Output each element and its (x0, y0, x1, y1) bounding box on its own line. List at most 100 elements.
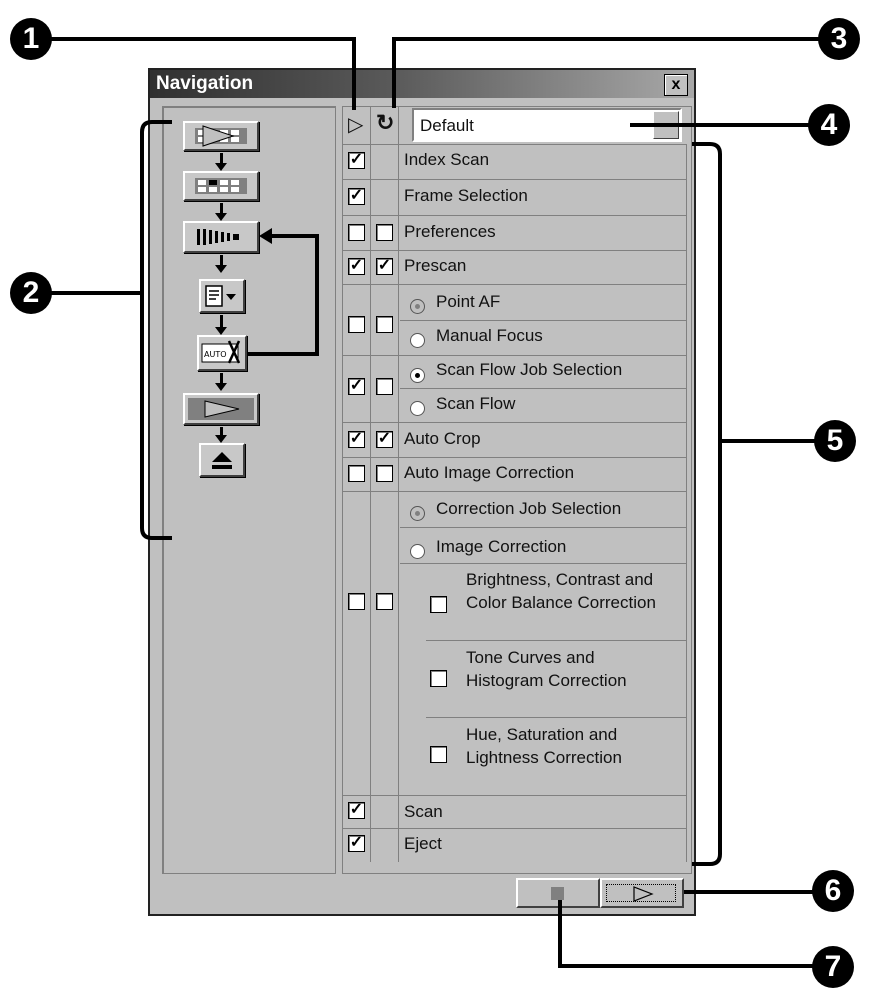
correction-job-radio[interactable] (410, 506, 425, 521)
image-correction-radio[interactable] (410, 544, 425, 559)
job-combo-value: Default (420, 116, 474, 135)
index-scan-run-checkbox[interactable]: ✓ (348, 151, 365, 169)
frame-selection-flow-button[interactable] (183, 171, 259, 201)
row-divider (342, 144, 686, 145)
focus-run-checkbox[interactable] (348, 316, 365, 333)
loop-arrow-top (271, 234, 319, 238)
callout-4: 4 (808, 104, 850, 146)
row-divider (400, 388, 686, 389)
scan-flow-label: Scan Flow (436, 394, 516, 413)
preferences-repeat-checkbox[interactable] (376, 224, 393, 241)
hue-saturation-label: Hue, Saturation and Lightness Correction (466, 725, 622, 767)
row-divider (400, 527, 686, 528)
flow-panel: AUTO (162, 106, 336, 874)
focus-repeat-checkbox[interactable] (376, 316, 393, 333)
scan-flow-job-radio[interactable] (410, 368, 425, 383)
eject-run-checkbox[interactable]: ✓ (348, 834, 365, 852)
navigation-window: Navigation x (148, 68, 696, 916)
row-divider (400, 320, 686, 321)
callout-2-bracket (140, 120, 172, 540)
index-scan-icon (195, 125, 247, 147)
callout-6-line (684, 890, 814, 894)
prescan-repeat-checkbox[interactable]: ✓ (376, 257, 393, 275)
row-divider (342, 215, 686, 216)
preferences-flow-button[interactable] (199, 279, 245, 313)
row-divider (400, 563, 686, 564)
brightness-correction-label: Brightness, Contrast and Color Balance C… (466, 570, 656, 612)
brightness-correction-checkbox[interactable] (430, 596, 447, 613)
auto-image-correction-run-checkbox[interactable] (348, 465, 365, 482)
row-divider (342, 284, 686, 285)
run-column-icon: ▷ (348, 114, 364, 136)
close-button[interactable]: x (664, 74, 688, 96)
image-correction-label: Image Correction (436, 537, 567, 556)
point-af-label: Point AF (436, 292, 501, 311)
auto-image-correction-repeat-checkbox[interactable] (376, 465, 393, 482)
flow-arrow (215, 255, 227, 273)
eject-icon (212, 452, 232, 469)
prescan-flow-button[interactable] (183, 221, 259, 253)
tone-curves-checkbox[interactable] (430, 670, 447, 687)
tone-curves-label: Tone Curves and Histogram Correction (466, 648, 627, 690)
callout-2-line (50, 291, 142, 295)
focus-rect (606, 884, 676, 902)
flow-arrow (215, 427, 227, 443)
preferences-label: Preferences (404, 222, 496, 241)
index-scan-flow-button[interactable] (183, 121, 259, 151)
callout-1-line (50, 37, 356, 41)
auto-crop-flow-button[interactable]: AUTO (197, 335, 247, 371)
auto-crop-run-checkbox[interactable]: ✓ (348, 430, 365, 448)
flow-arrow (215, 315, 227, 335)
callout-6: 6 (812, 870, 854, 912)
callout-7: 7 (812, 946, 854, 988)
correction-run-checkbox[interactable] (348, 593, 365, 610)
callout-5-line (718, 439, 816, 443)
preferences-run-checkbox[interactable] (348, 224, 365, 241)
point-af-radio[interactable] (410, 299, 425, 314)
hue-saturation-checkbox[interactable] (430, 746, 447, 763)
correction-job-label: Correction Job Selection (436, 499, 622, 518)
table-right-edge (686, 144, 687, 862)
scan-flow-button[interactable] (183, 393, 259, 425)
flow-arrow (215, 373, 227, 391)
index-scan-label: Index Scan (404, 150, 490, 169)
auto-crop-label: Auto Crop (404, 429, 481, 448)
scan-label: Scan (404, 802, 443, 821)
row-divider (426, 717, 686, 718)
frame-selection-run-checkbox[interactable]: ✓ (348, 187, 365, 205)
start-button[interactable] (600, 878, 684, 908)
preferences-dropdown-icon (205, 285, 236, 307)
row-divider (342, 795, 686, 796)
row-divider (342, 179, 686, 180)
scan-run-checkbox[interactable]: ✓ (348, 801, 365, 819)
callout-1: 1 (10, 18, 52, 60)
title-bar[interactable]: Navigation x (150, 70, 694, 98)
callout-1-line (352, 37, 356, 110)
loop-arrow-vertical (315, 234, 319, 356)
scan-icon (188, 398, 254, 420)
window-title: Navigation (156, 73, 254, 94)
svg-text:AUTO: AUTO (204, 350, 227, 359)
callout-7-line (558, 900, 562, 968)
scan-flow-repeat-checkbox[interactable] (376, 378, 393, 395)
auto-image-correction-label: Auto Image Correction (404, 463, 575, 482)
row-divider (342, 355, 686, 356)
callout-4-line (630, 123, 810, 127)
prescan-run-checkbox[interactable]: ✓ (348, 257, 365, 275)
manual-focus-radio[interactable] (410, 333, 425, 348)
play-icon (633, 886, 654, 902)
prescan-icon (197, 229, 239, 245)
loop-arrowhead (259, 228, 272, 244)
callout-3: 3 (818, 18, 860, 60)
row-divider (426, 640, 686, 641)
row-divider (342, 422, 686, 423)
auto-crop-repeat-checkbox[interactable]: ✓ (376, 430, 393, 448)
callout-5-bracket (692, 142, 722, 866)
eject-flow-button[interactable] (199, 443, 245, 477)
scan-flow-radio[interactable] (410, 401, 425, 416)
row-divider (342, 457, 686, 458)
correction-repeat-checkbox[interactable] (376, 593, 393, 610)
scan-flow-run-checkbox[interactable]: ✓ (348, 377, 365, 395)
frame-selection-label: Frame Selection (404, 186, 528, 205)
repeat-column-icon: ↻ (376, 110, 395, 135)
